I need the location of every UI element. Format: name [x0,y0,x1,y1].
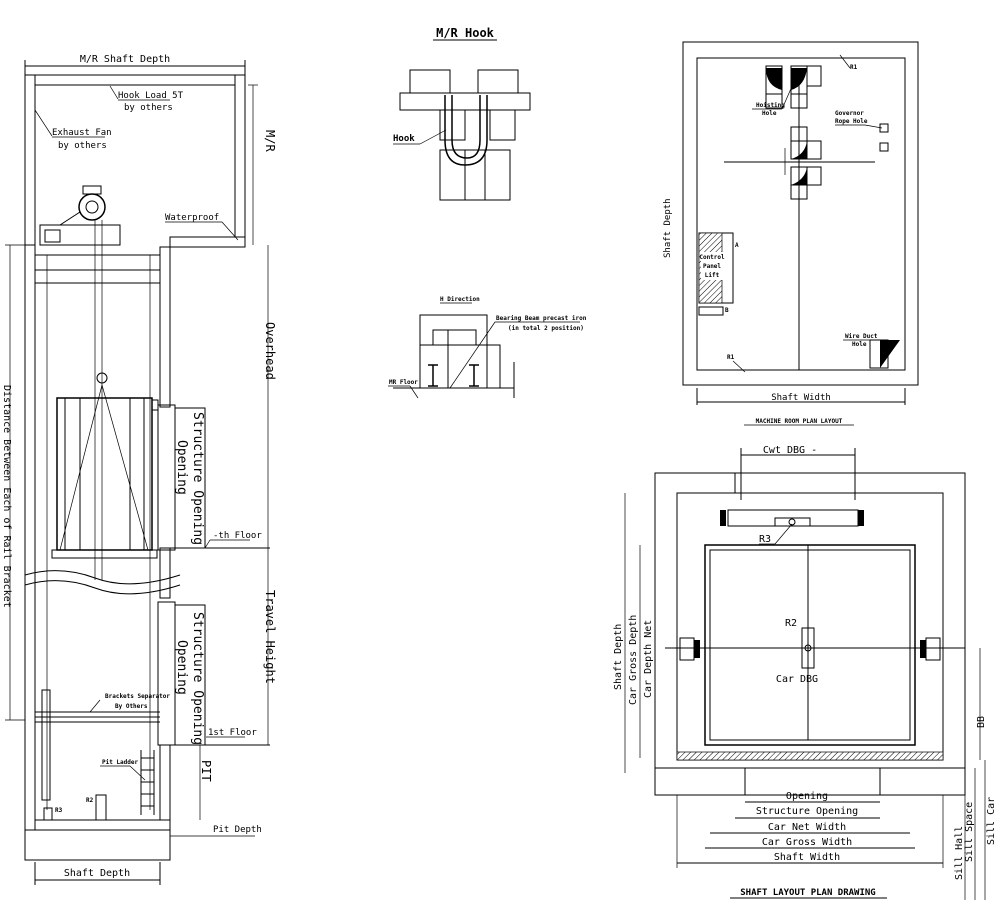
wire-duct-label-2: Hole [852,341,867,348]
governor-label: Governor [835,110,864,117]
traction-machine [39,185,121,246]
lower-structure-opening-label: Structure Opening [190,612,205,745]
hoistway-left-wall [24,244,36,861]
travel-height-label: Travel Height [263,590,277,684]
hoisting-hole-label: Hoisting [756,102,785,109]
pit-depth-label: Pit Depth [213,825,262,835]
pit-ladder [140,750,155,815]
shaft-r2-label: R2 [785,618,797,629]
control-panel-label-3: Lift [705,272,720,279]
bearing-note-label: (in total 2 position) [508,325,584,332]
shaft-depth-dim-label: Shaft Depth [613,624,624,690]
sill-space-label: Sill Space [964,802,975,862]
pit-floor-slab [34,819,171,831]
hook-label: Hook [393,134,415,144]
machine-room-plan-title: MACHINE ROOM PLAN LAYOUT [756,418,843,425]
shaft-layout-plan: Cwt DBG - R3 R2 Car DBG Shaft Depth Car [613,445,997,900]
mr-shaft-depth-label: M/R Shaft Depth [80,54,170,65]
r1-bottom-label: R1 [727,354,735,361]
sill-hall-label: Sill Hall [954,826,965,880]
hook-detail-title: M/R Hook [436,26,495,40]
pit-ladder-label: Pit Ladder [102,759,139,766]
mr-roof-slab [24,74,246,86]
lower-opening-label: Opening [174,640,189,695]
h-direction-title: H Direction [440,296,480,303]
car-gross-depth-label: Car Gross Depth [628,615,639,705]
mr-floor-slab [169,236,246,248]
mr-label: M/R [263,130,277,152]
first-floor-label: 1st Floor [208,728,257,738]
upper-structure-opening-label: Structure Opening [190,412,205,545]
mr-right-wall [234,74,246,246]
car-net-width-label: Car Net Width [768,822,846,833]
car-depth-net-label: Car Depth Net [643,620,654,698]
r2-label: R2 [86,797,94,804]
governor-label-2: Rope Hole [835,118,868,125]
overhead-label: Overhead [263,322,277,380]
car-gross-width-label: Car Gross Width [762,837,852,848]
r1-top-label: R1 [850,64,858,71]
hoistway-right-wall-mid [159,547,171,599]
mr-left-wall [24,74,36,246]
mr-hook-detail: M/R Hook Hook [393,26,531,201]
control-panel-label: Control [699,254,725,261]
marker-b-label: B [725,307,729,314]
hook-load-by-label: by others [124,103,173,113]
waterproof-label: Waterproof [165,213,219,223]
control-panel-label-2: Panel [703,263,721,270]
hoisting-hole-label-2: Hole [762,110,777,117]
hook-shape [444,95,488,166]
marker-a-label: A [735,242,739,249]
mr-shaft-depth-label: Shaft Depth [663,198,673,258]
structure-opening-dim-label: Structure Opening [756,806,858,817]
bearing-beam-label: Bearing Beam precast iron [496,315,587,322]
th-floor-label: -th Floor [213,531,262,541]
shaft-width-dim-label: Shaft Width [774,852,840,863]
shaft-r3-label: R3 [759,534,771,545]
machine-room-plan: Hoisting Hole Governor Rope Hole R1 Cont… [663,41,919,426]
shaft-depth-label: Shaft Depth [64,868,130,879]
sill-car-label: Sill Car [986,797,997,845]
mr-floor-label: MR Floor [389,379,418,386]
r3-label: R3 [55,807,63,814]
hoistway-right-wall-upper [159,246,171,408]
exhaust-fan-label: Exhaust Fan [52,128,112,138]
car-outline [704,544,916,746]
i-beam-right [469,364,479,387]
pit-label: PIT [199,760,213,782]
car-dbg-label: Car DBG [776,674,818,685]
mr-shaft-width-label: Shaft Width [771,393,831,403]
hook-load-label: Hook Load 5T [118,91,184,101]
wire-duct-label: Wire Duct [845,333,878,340]
upper-opening-label: Opening [174,440,189,495]
elevation-section: M/R Shaft Depth M/R Hook Load 5T by othe… [1,54,277,885]
rail-bracket-distance-label: Distance Between Each of Rail Bracket [1,385,12,608]
h-direction-detail: H Direction Bearing Beam precast iron (i… [388,296,587,399]
brackets-by-label: By Others [115,703,148,710]
elevator-car [51,372,159,559]
exhaust-fan-by-label: by others [58,141,107,151]
bb-label: BB [976,716,987,728]
shaft-plan-title: SHAFT LAYOUT PLAN DRAWING [740,888,875,898]
cwt-dbg-label: Cwt DBG - [763,445,817,456]
i-beam-left [428,364,438,387]
brackets-separator-label: Brackets Separator [105,693,170,700]
opening-dim-label: Opening [786,791,828,802]
